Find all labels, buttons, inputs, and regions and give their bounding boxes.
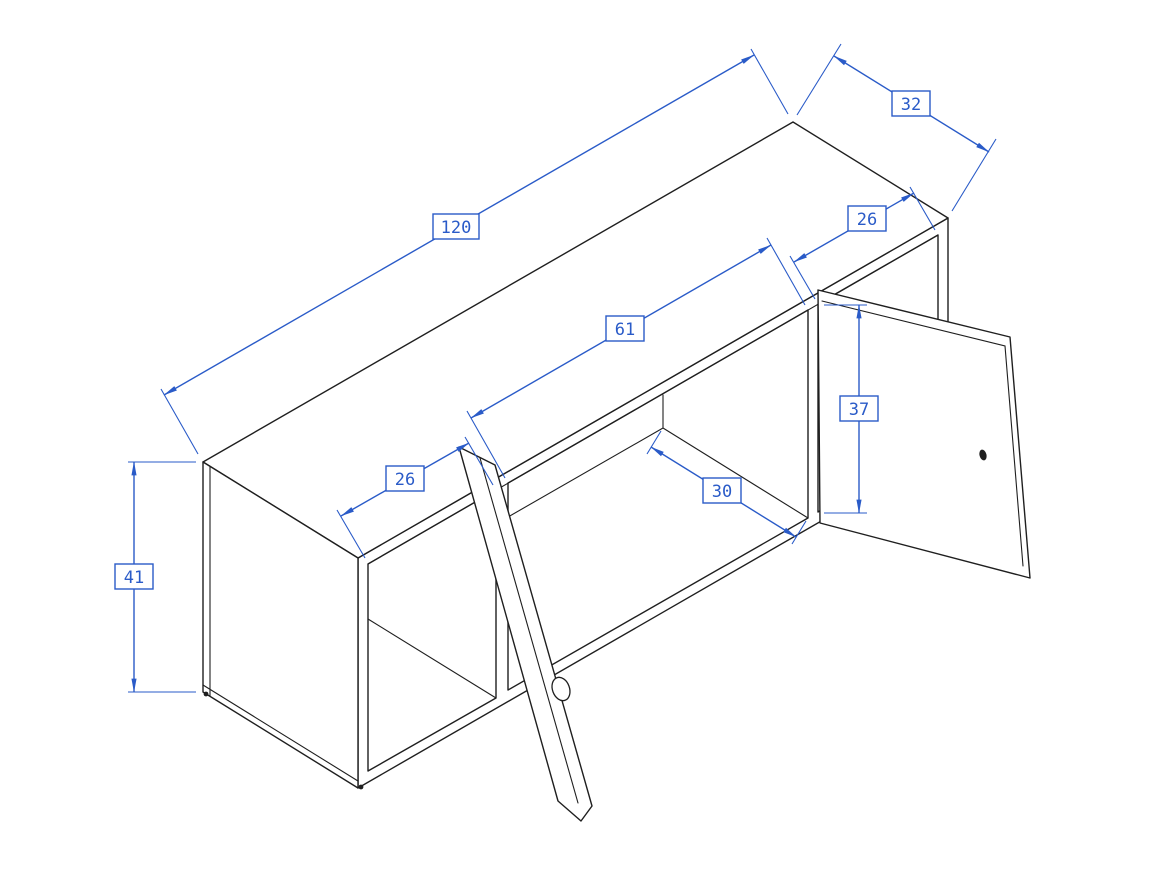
dim-label-left-opening: 26 xyxy=(385,465,425,492)
dim-label-length-box xyxy=(432,213,480,240)
middle-door-panel xyxy=(458,446,593,822)
corner-mark-back-left xyxy=(203,691,209,697)
dimension-interior-depth-extension-lines xyxy=(646,430,807,545)
right-door-panel xyxy=(817,289,1031,579)
dim-label-interior-depth: 30 xyxy=(702,477,742,504)
dim-label-depth-box xyxy=(891,90,931,117)
dim-label-opening-height-box xyxy=(839,395,879,422)
dim-label-interior-depth-text: 30 xyxy=(712,482,732,502)
dim-label-middle-opening-box xyxy=(605,315,645,342)
right-door-knob xyxy=(979,449,987,461)
dim-label-height: 41 xyxy=(114,563,154,590)
middle-door xyxy=(458,446,593,822)
dim-label-depth-text: 32 xyxy=(901,95,921,115)
dimension-height-extension-lines xyxy=(128,461,196,693)
middle-door-edge-line xyxy=(479,457,579,804)
dim-label-depth: 32 xyxy=(891,90,931,117)
middle-door-knob xyxy=(551,676,571,702)
dim-label-length-text: 120 xyxy=(441,218,472,238)
dim-label-right-opening-box xyxy=(847,205,887,232)
cabinet-left-face xyxy=(202,461,359,789)
dim-label-right-opening: 26 xyxy=(847,205,887,232)
dim-label-right-opening-text: 26 xyxy=(857,210,877,230)
dim-label-left-opening-text: 26 xyxy=(395,470,415,490)
dimension-length-extension-lines xyxy=(160,48,789,455)
right-door xyxy=(817,289,1031,579)
dim-label-middle-opening-text: 61 xyxy=(615,320,635,340)
dim-label-left-opening-box xyxy=(385,465,425,492)
dim-label-height-box xyxy=(114,563,154,590)
dim-label-interior-depth-box xyxy=(702,477,742,504)
left-opening-interior-lines xyxy=(367,618,497,699)
corner-mark-front-left xyxy=(358,784,364,790)
dim-label-opening-height-text: 37 xyxy=(849,400,869,420)
dimension-labels: 120 32 26 61 37 26 30 41 xyxy=(114,90,931,590)
dim-label-opening-height: 37 xyxy=(839,395,879,422)
dim-label-length: 120 xyxy=(432,213,480,240)
dimension-left-opening-extension-lines xyxy=(336,436,494,559)
right-door-thickness-line xyxy=(821,300,1024,567)
dimension-middle-opening-extension-lines xyxy=(466,237,806,479)
dim-label-height-text: 41 xyxy=(124,568,144,588)
dim-label-middle-opening: 61 xyxy=(605,315,645,342)
